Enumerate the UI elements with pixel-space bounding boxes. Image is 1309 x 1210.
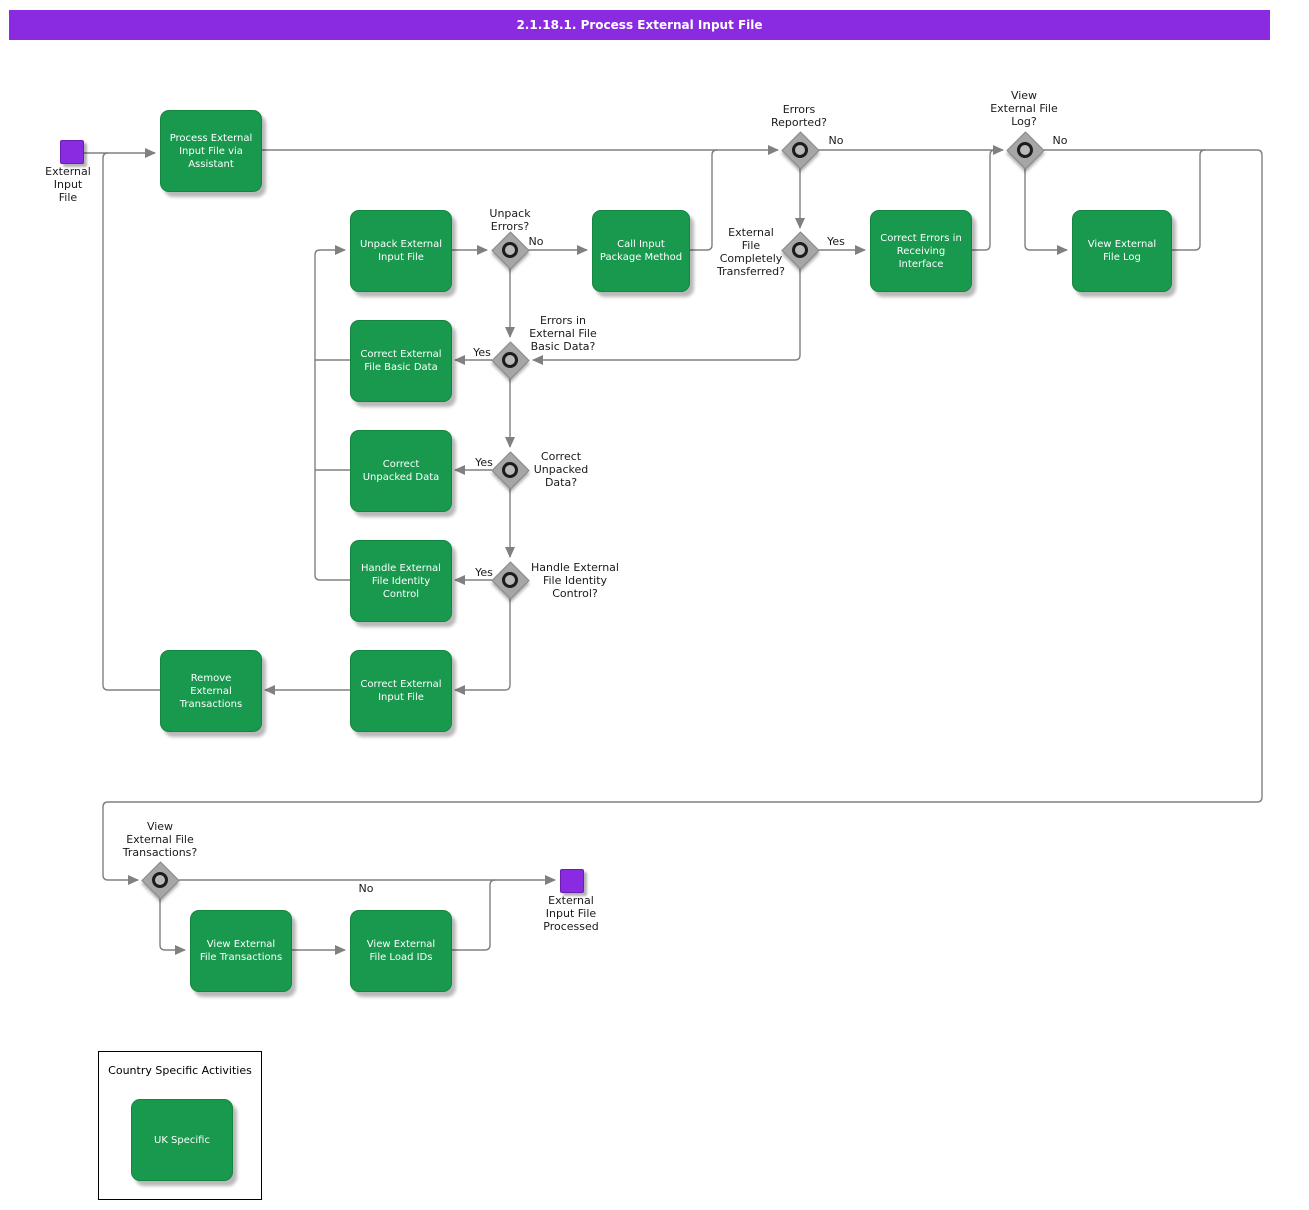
task-uk-specific[interactable]: UK Specific — [131, 1099, 233, 1181]
page-title: 2.1.18.1. Process External Input File — [9, 10, 1270, 40]
question-errors-reported: Errors Reported? — [770, 103, 828, 129]
label-yes-transferred: Yes — [827, 235, 845, 248]
label-yes-unpacked: Yes — [475, 456, 493, 469]
question-unpack-errors: Unpack Errors? — [489, 207, 531, 233]
decision-view-external-file-transactions[interactable] — [141, 861, 180, 900]
question-handle-external-file-identity-control: Handle External File Identity Control? — [531, 561, 619, 600]
decision-circle-icon — [152, 872, 168, 888]
decision-correct-unpacked-data[interactable] — [491, 451, 530, 490]
decision-handle-external-file-identity-control[interactable] — [491, 561, 530, 600]
task-correct-unpacked-data[interactable]: Correct Unpacked Data — [350, 430, 452, 512]
legend-box: Country Specific Activities UK Specific — [98, 1051, 262, 1200]
decision-errors-reported[interactable] — [781, 131, 820, 170]
decision-circle-icon — [792, 242, 808, 258]
decision-circle-icon — [502, 572, 518, 588]
label-no-errors-reported: No — [828, 134, 844, 147]
decision-circle-icon — [792, 142, 808, 158]
decision-circle-icon — [1017, 142, 1033, 158]
task-remove-external-transactions[interactable]: Remove External Transactions — [160, 650, 262, 732]
decision-circle-icon — [502, 352, 518, 368]
start-event[interactable] — [60, 140, 84, 164]
task-handle-external-file-identity-control[interactable]: Handle External File Identity Control — [350, 540, 452, 622]
task-call-input-package-method[interactable]: Call Input Package Method — [592, 210, 690, 292]
label-no-unpack-errors: No — [528, 235, 544, 248]
label-no-view-transactions: No — [358, 882, 374, 895]
start-event-label: External Input File — [45, 165, 91, 204]
decision-view-external-file-log[interactable] — [1006, 131, 1045, 170]
question-external-file-completely-transferred: External File Completely Transferred? — [717, 226, 785, 278]
label-yes-basic-data: Yes — [473, 346, 491, 359]
question-view-external-file-log: View External File Log? — [990, 89, 1058, 128]
question-view-external-file-transactions: View External File Transactions? — [122, 820, 198, 859]
label-yes-identity: Yes — [475, 566, 493, 579]
end-event[interactable] — [560, 869, 584, 893]
decision-circle-icon — [502, 462, 518, 478]
task-correct-external-file-basic-data[interactable]: Correct External File Basic Data — [350, 320, 452, 402]
task-process-external-input-file-via-assistant[interactable]: Process External Input File via Assistan… — [160, 110, 262, 192]
task-view-external-file-transactions[interactable]: View External File Transactions — [190, 910, 292, 992]
label-no-view-log: No — [1052, 134, 1068, 147]
task-unpack-external-input-file[interactable]: Unpack External Input File — [350, 210, 452, 292]
task-view-external-file-log[interactable]: View External File Log — [1072, 210, 1172, 292]
decision-external-file-completely-transferred[interactable] — [781, 231, 820, 270]
decision-circle-icon — [502, 242, 518, 258]
legend-title: Country Specific Activities — [108, 1064, 252, 1077]
decision-errors-in-external-file-basic-data[interactable] — [491, 341, 530, 380]
task-view-external-file-load-ids[interactable]: View External File Load IDs — [350, 910, 452, 992]
end-event-label: External Input File Processed — [543, 894, 599, 933]
decision-unpack-errors[interactable] — [491, 231, 530, 270]
task-correct-errors-in-receiving-interface[interactable]: Correct Errors in Receiving Interface — [870, 210, 972, 292]
task-correct-external-input-file[interactable]: Correct External Input File — [350, 650, 452, 732]
question-errors-in-external-file-basic-data: Errors in External File Basic Data? — [529, 314, 597, 353]
question-correct-unpacked-data: Correct Unpacked Data? — [533, 450, 589, 489]
